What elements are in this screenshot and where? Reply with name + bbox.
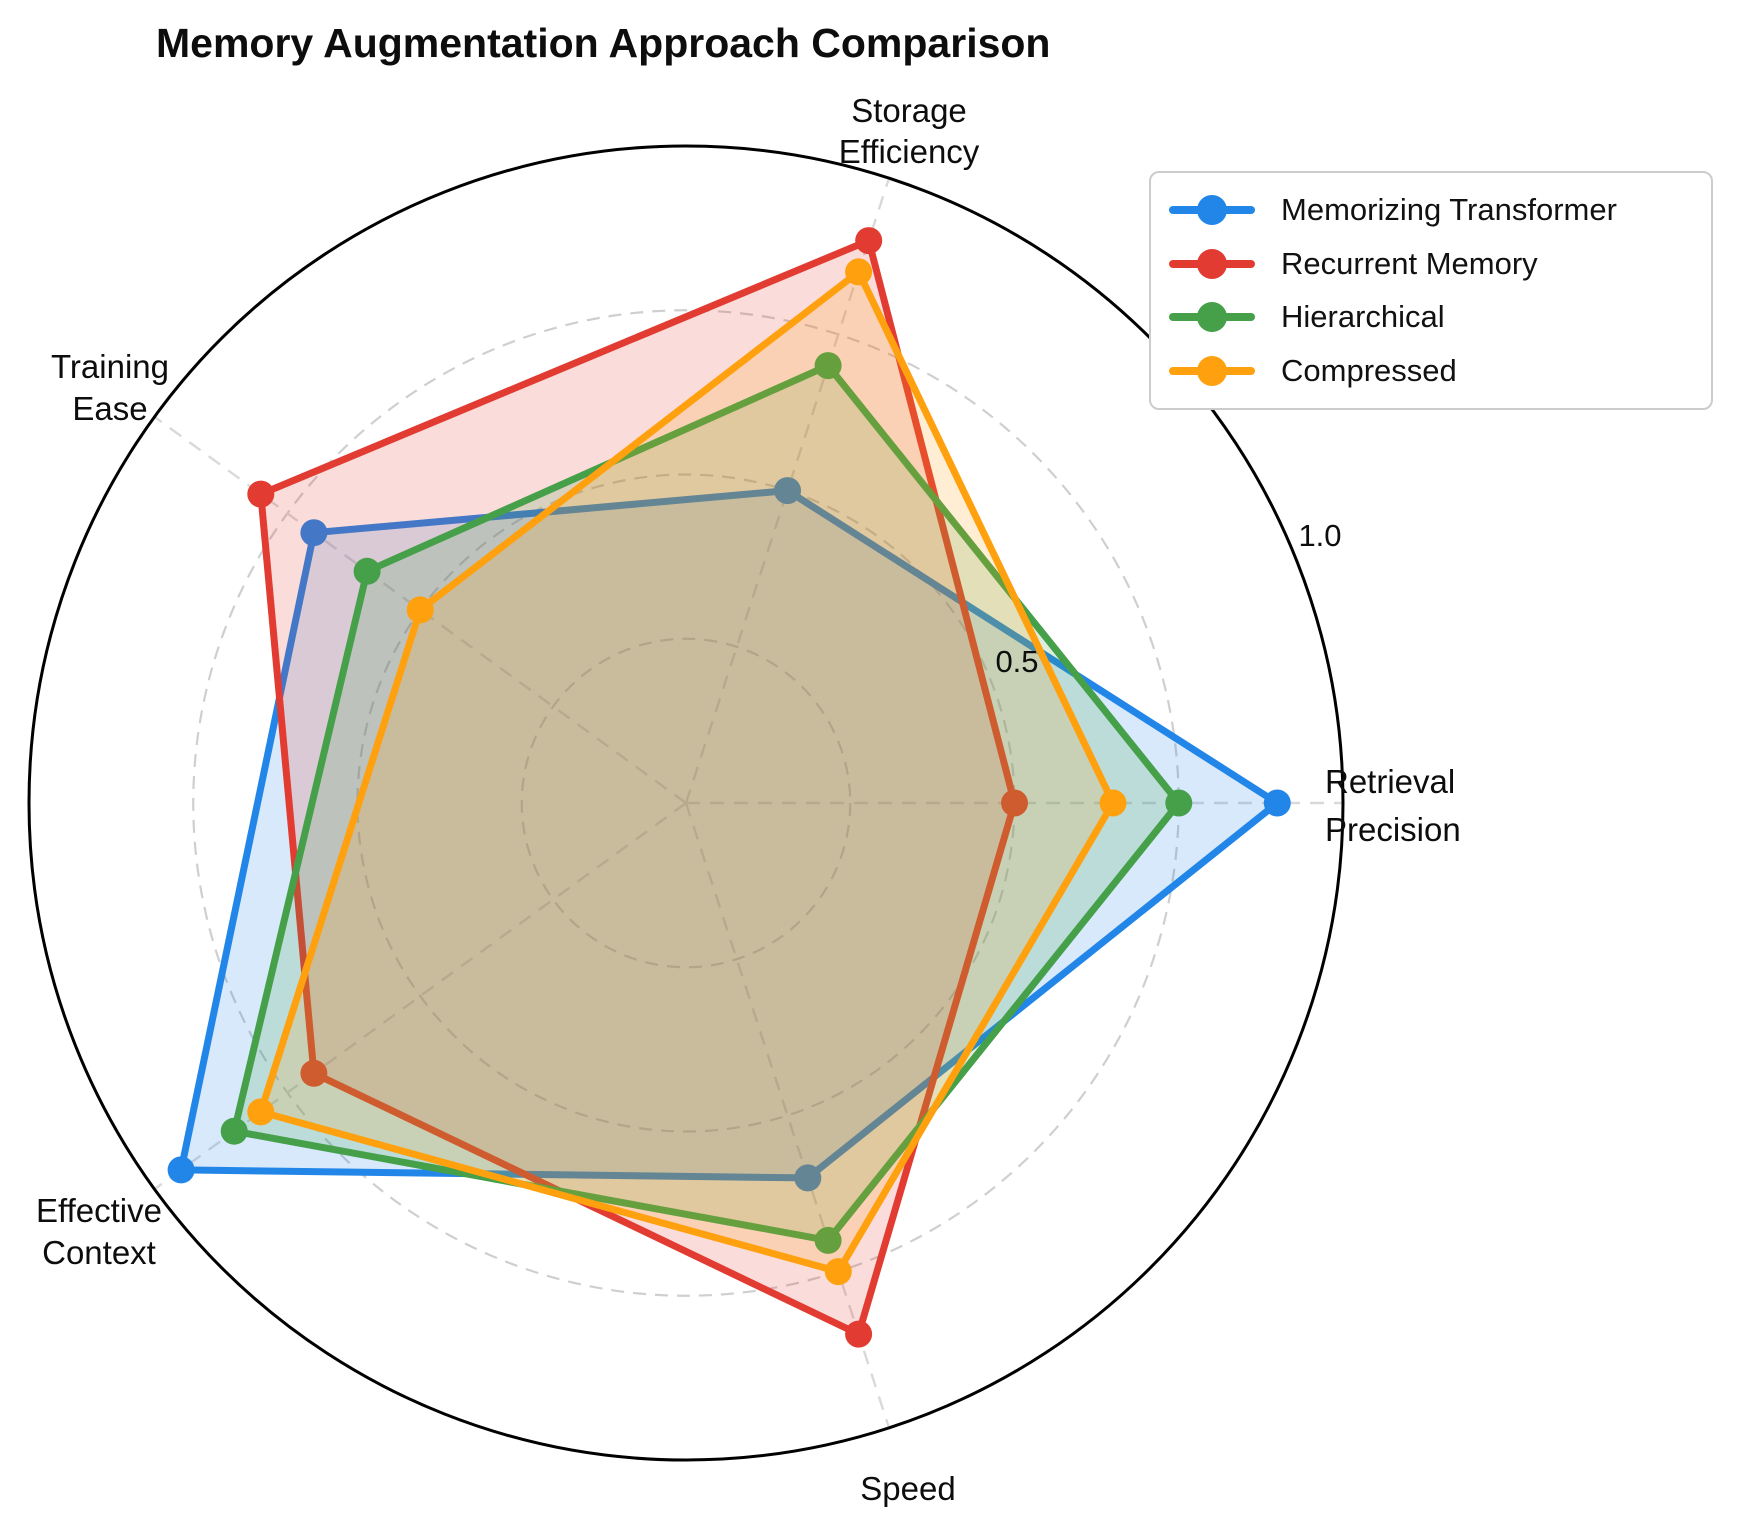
series-fill <box>234 365 1179 1241</box>
series-outline <box>257 268 1117 1276</box>
legend-label: Hierarchical <box>1281 299 1445 335</box>
data-point-marker <box>794 1164 822 1192</box>
data-point-marker <box>300 1059 328 1087</box>
chart-title: Memory Augmentation Approach Comparison <box>156 20 1051 66</box>
radial-tick-label: 0.5 <box>995 644 1038 679</box>
axis-label: Speed <box>860 1470 955 1507</box>
data-point-marker <box>300 519 328 547</box>
data-point-marker <box>845 258 873 286</box>
axis-spoke <box>684 802 891 1429</box>
data-point-marker <box>220 1117 248 1145</box>
series-outline <box>230 362 1183 1244</box>
axis-spoke <box>153 802 687 1191</box>
data-point-marker <box>406 596 434 624</box>
data-point-marker <box>247 1098 275 1126</box>
data-point-marker <box>845 1320 873 1348</box>
axis-label: Ease <box>72 390 147 427</box>
data-point-marker <box>247 480 275 508</box>
series-fill <box>260 271 1113 1272</box>
axis-label: Precision <box>1325 811 1461 848</box>
data-point-marker <box>855 227 883 255</box>
data-point-marker <box>353 557 381 585</box>
data-point-marker <box>1099 789 1127 817</box>
legend-dot-icon <box>1197 356 1227 387</box>
axis-spoke <box>684 177 891 804</box>
data-point-marker <box>814 1226 842 1254</box>
data-point-marker <box>1165 789 1193 817</box>
data-point-marker <box>1263 789 1291 817</box>
legend-line-marker-icon <box>1169 194 1255 225</box>
legend-item: Compressed <box>1169 344 1693 398</box>
legend-item: Memorizing Transformer <box>1169 183 1693 237</box>
axis-label: Storage <box>851 92 967 129</box>
axis-label: Effective <box>36 1192 162 1229</box>
series-fill <box>260 240 1015 1335</box>
legend-label: Compressed <box>1281 353 1457 389</box>
data-point-marker <box>774 477 801 505</box>
legend-line-marker-icon <box>1169 248 1255 279</box>
axis-label: Retrieval <box>1325 763 1455 800</box>
legend-label: Recurrent Memory <box>1281 245 1538 281</box>
legend-line-marker-icon <box>1169 302 1255 333</box>
series-fill <box>181 490 1278 1178</box>
series-outline <box>177 487 1281 1182</box>
outer-ring <box>27 144 1345 1462</box>
legend-item: Hierarchical <box>1169 291 1693 345</box>
data-point-marker <box>824 1258 852 1286</box>
grid-circle <box>520 637 852 969</box>
data-point-marker <box>1001 789 1028 817</box>
legend-item: Recurrent Memory <box>1169 237 1693 291</box>
radial-tick-label: 1.0 <box>1298 518 1341 553</box>
legend-dot-icon <box>1197 248 1227 279</box>
legend-line-marker-icon <box>1169 356 1255 387</box>
axis-spoke <box>153 415 687 804</box>
data-point-marker <box>814 352 842 380</box>
legend-dot-icon <box>1197 194 1227 225</box>
data-point-marker <box>167 1156 195 1184</box>
axis-label: Training <box>51 348 169 385</box>
axis-label: Context <box>42 1234 156 1271</box>
series-outline <box>257 237 1018 1338</box>
legend-label: Memorizing Transformer <box>1281 191 1617 227</box>
axis-label: Efficiency <box>839 133 980 170</box>
legend-dot-icon <box>1197 302 1227 333</box>
